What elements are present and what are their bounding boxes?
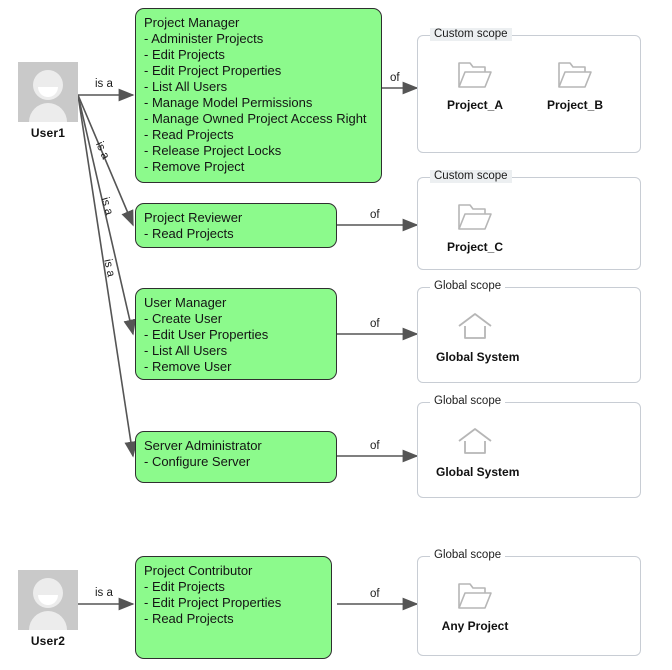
role-title: Project Reviewer [144,210,243,225]
scope-item-list: Global System [436,421,520,479]
edge-label-of: of [390,72,400,84]
scope-item[interactable]: Global System [436,306,520,364]
scope-legend: Custom scope [430,28,512,41]
scope-legend: Global scope [430,280,506,293]
role-box-project-contributor[interactable]: Project Contributor - Edit Projects - Ed… [135,556,332,659]
role-permission: - Edit Projects [144,579,225,594]
avatar-body [29,611,67,630]
home-icon [436,421,514,463]
role-permission: - Read Projects [144,127,234,142]
role-permission: - Remove User [144,359,232,374]
scope-item-caption: Project_C [446,240,504,254]
role-permission: - Read Projects [144,611,234,626]
folder-icon [436,54,514,96]
scope-item-caption: Project_B [546,98,604,112]
scope-legend: Global scope [430,549,506,562]
role-title: User Manager [144,295,227,310]
avatar-body [29,103,67,122]
user-node-user2[interactable]: User2 [18,570,78,648]
role-permission: - Edit User Properties [144,327,269,342]
edge-label-of: of [370,440,380,452]
role-box-project-reviewer[interactable]: Project Reviewer - Read Projects [135,203,337,248]
folder-icon [536,54,614,96]
role-permission: - Edit Project Properties [144,595,282,610]
role-title: Server Administrator [144,438,262,453]
role-permission: - Read Projects [144,226,234,241]
scope-item[interactable]: Project_C [436,196,514,254]
role-permission: - Manage Owned Project Access Right [144,111,367,126]
scope-item-list: Global System [436,306,520,364]
role-box-server-administrator[interactable]: Server Administrator - Configure Server [135,431,337,483]
role-permission: - Configure Server [144,454,251,469]
edge-label-is-a: is a [98,196,115,217]
scope-item-caption: Global System [436,465,520,479]
user-avatar-icon [18,570,78,630]
scope-legend: Custom scope [430,170,512,183]
scope-legend: Global scope [430,395,506,408]
user-label: User1 [30,126,66,140]
scope-item[interactable]: Project_A [436,54,514,112]
edge-label-of: of [370,209,380,221]
role-permission: - List All Users [144,79,228,94]
home-icon [436,306,514,348]
role-title: Project Contributor [144,563,253,578]
folder-icon [436,196,514,238]
role-box-user-manager[interactable]: User Manager - Create User - Edit User P… [135,288,337,380]
edge-label-is-a: is a [93,140,112,162]
scope-item-caption: Any Project [441,619,509,633]
role-permission: - Edit Project Properties [144,63,282,78]
scope-panel-project-manager[interactable]: Custom scope Project_A Pro [417,28,641,153]
edge-label-is-a: is a [95,78,113,90]
folder-icon [436,575,514,617]
role-permission: - Administer Projects [144,31,264,46]
scope-item-caption: Project_A [446,98,504,112]
scope-item[interactable]: Project_B [536,54,614,112]
avatar-mouth [38,595,58,605]
edge-label-is-a: is a [95,587,113,599]
scope-item-list: Project_C [436,196,514,254]
role-permission: - Remove Project [144,159,245,174]
scope-item[interactable]: Any Project [436,575,514,633]
role-permission: - Release Project Locks [144,143,282,158]
role-permission: - Manage Model Permissions [144,95,313,110]
scope-panel-server-administrator[interactable]: Global scope Global System [417,395,641,498]
role-permission: - Create User [144,311,223,326]
edge-label-is-a: is a [101,258,117,279]
role-permission: - Edit Projects [144,47,225,62]
avatar-mouth [38,87,58,97]
scope-item-list: Project_A Project_B [436,54,614,112]
scope-item-caption: Global System [436,350,520,364]
scope-panel-project-reviewer[interactable]: Custom scope Project_C [417,170,641,270]
edge-label-of: of [370,318,380,330]
scope-item-list: Any Project [436,575,514,633]
user-avatar-icon [18,62,78,122]
role-permission: - List All Users [144,343,228,358]
scope-item[interactable]: Global System [436,421,520,479]
user-label: User2 [30,634,66,648]
role-title: Project Manager [144,15,240,30]
user-node-user1[interactable]: User1 [18,62,78,140]
role-box-project-manager[interactable]: Project Manager - Administer Projects - … [135,8,382,183]
edge-label-of: of [370,588,380,600]
scope-panel-user-manager[interactable]: Global scope Global System [417,280,641,383]
scope-panel-project-contributor[interactable]: Global scope Any Project [417,549,641,656]
